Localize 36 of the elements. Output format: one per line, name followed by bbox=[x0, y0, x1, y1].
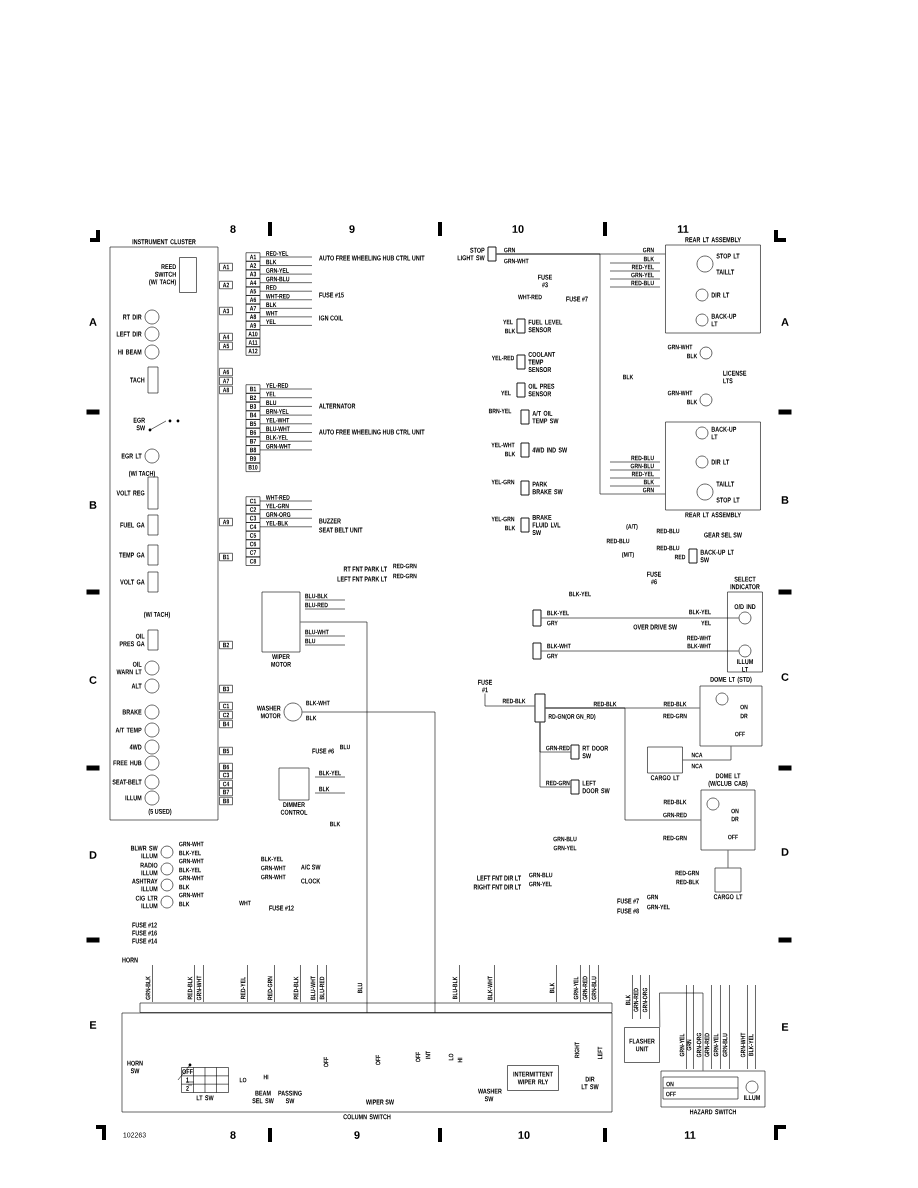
grid-label: D bbox=[89, 851, 97, 859]
grid-label: E bbox=[782, 1023, 789, 1031]
wire bbox=[682, 746, 732, 761]
wire bbox=[484, 693, 535, 707]
grid-label: 10 bbox=[518, 1131, 530, 1139]
wire bbox=[541, 617, 739, 619]
connector-symbol bbox=[532, 609, 542, 627]
connector-symbol bbox=[532, 642, 542, 660]
wire bbox=[300, 621, 368, 1013]
grid-label: D bbox=[781, 848, 789, 856]
grid-label: B bbox=[89, 501, 97, 509]
grid-label: A bbox=[781, 318, 789, 326]
grid-label: 10 bbox=[512, 225, 524, 233]
wire bbox=[659, 992, 704, 1071]
wire bbox=[302, 711, 436, 1013]
wire bbox=[496, 253, 666, 495]
bulb-symbol bbox=[699, 346, 713, 360]
bulb-symbol bbox=[706, 797, 720, 811]
grid-label: 8 bbox=[230, 225, 236, 233]
grid-label: 9 bbox=[349, 225, 355, 233]
wire bbox=[541, 650, 739, 652]
bulb-symbol bbox=[715, 692, 729, 706]
wire bbox=[727, 850, 729, 868]
grid-label: 11 bbox=[684, 1131, 696, 1139]
grid-label: C bbox=[89, 676, 97, 684]
grid-label: 8 bbox=[230, 1131, 236, 1139]
wire bbox=[539, 722, 571, 788]
grid-label: E bbox=[90, 1021, 97, 1029]
grid-label: C bbox=[781, 673, 789, 681]
grid-label: B bbox=[781, 496, 789, 504]
grid-label: 11 bbox=[677, 225, 689, 233]
grid-label: 9 bbox=[354, 1131, 360, 1139]
bulb-symbol bbox=[699, 393, 713, 407]
grid-label: A bbox=[89, 318, 97, 326]
wire bbox=[545, 707, 701, 821]
connector-symbol bbox=[534, 693, 546, 723]
